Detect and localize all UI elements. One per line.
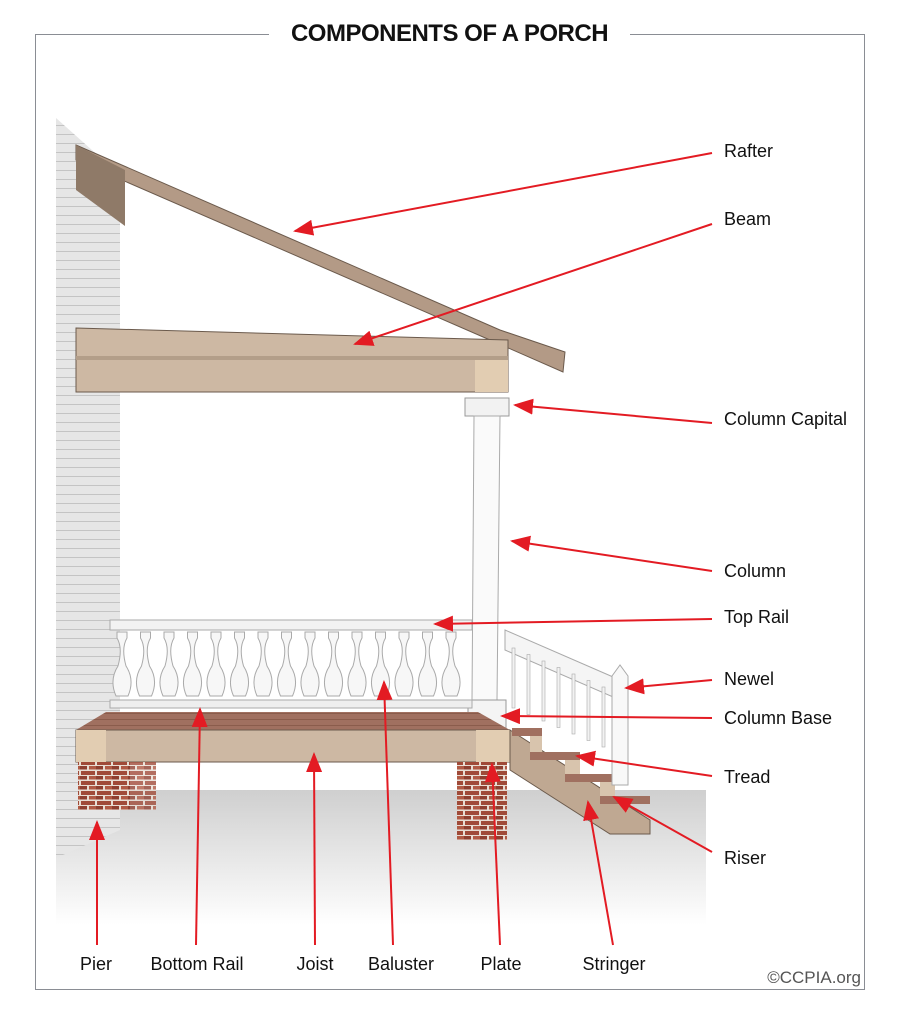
baluster (159, 631, 179, 697)
stair-baluster (541, 660, 546, 722)
baluster (324, 631, 343, 697)
baluster (418, 631, 437, 697)
label-column-capital: Column Capital (724, 409, 848, 429)
label-rafter: Rafter (724, 141, 774, 161)
top-rail (109, 619, 473, 631)
house-wall (56, 118, 120, 858)
arrow-joist (306, 752, 323, 946)
stair-baluster (556, 667, 561, 728)
label-newel: Newel (724, 669, 775, 689)
plate (476, 730, 510, 762)
beam-end (475, 360, 508, 392)
bottom-rail (109, 699, 473, 709)
arrow-top-rail (433, 615, 713, 632)
pier-right (457, 762, 507, 840)
baluster (230, 631, 249, 697)
arrow-tread (575, 750, 713, 777)
newel (611, 664, 629, 786)
stair-baluster (526, 654, 531, 715)
copyright: ©CCPIA.org (767, 968, 861, 987)
label-pier: Pier (79, 954, 113, 974)
balusters (112, 631, 461, 697)
baluster (347, 631, 367, 697)
baluster (394, 631, 414, 697)
pier-left-back (130, 762, 156, 810)
deck (76, 712, 510, 730)
rafter-end (76, 145, 125, 226)
arrow-column-base (500, 708, 713, 725)
baluster (441, 631, 461, 697)
baluster (253, 631, 273, 697)
label-beam: Beam (724, 209, 772, 229)
diagram-title: COMPONENTS OF A PORCH (268, 20, 631, 47)
label-tread: Tread (724, 767, 771, 787)
arrow-column (510, 535, 713, 572)
label-column-base: Column Base (724, 708, 833, 728)
arrow-stringer (583, 800, 614, 946)
label-plate: Plate (480, 954, 522, 974)
baluster (206, 631, 226, 697)
baluster (183, 631, 202, 697)
label-stringer: Stringer (582, 954, 646, 974)
joist-end (76, 730, 106, 762)
arrow-rafter (293, 152, 713, 236)
label-riser: Riser (724, 848, 767, 868)
arrow-riser (612, 796, 713, 853)
pier-left (78, 762, 130, 810)
baluster (136, 631, 155, 697)
baluster (112, 631, 132, 697)
stair-baluster (511, 647, 516, 709)
column (471, 415, 501, 701)
arrow-baluster (376, 680, 394, 946)
label-top-rail: Top Rail (724, 607, 790, 627)
baluster (371, 631, 390, 697)
arrow-plate (484, 762, 501, 946)
label-joist: Joist (296, 954, 334, 974)
label-column: Column (724, 561, 787, 581)
beam-edge (76, 356, 508, 360)
label-bottom-rail: Bottom Rail (150, 954, 244, 974)
callout-arrows (89, 152, 713, 946)
label-baluster: Baluster (367, 954, 435, 974)
baluster (277, 631, 296, 697)
joist (75, 729, 511, 763)
column-capital (464, 397, 510, 417)
stair-baluster (586, 680, 591, 741)
arrow-column-capital (513, 398, 713, 424)
title-bar: COMPONENTS OF A PORCH (0, 20, 899, 48)
arrow-bottom-rail (191, 707, 208, 946)
arrow-newel (624, 678, 713, 695)
baluster (300, 631, 320, 697)
arrow-beam (353, 223, 713, 346)
stair-baluster (571, 673, 576, 735)
